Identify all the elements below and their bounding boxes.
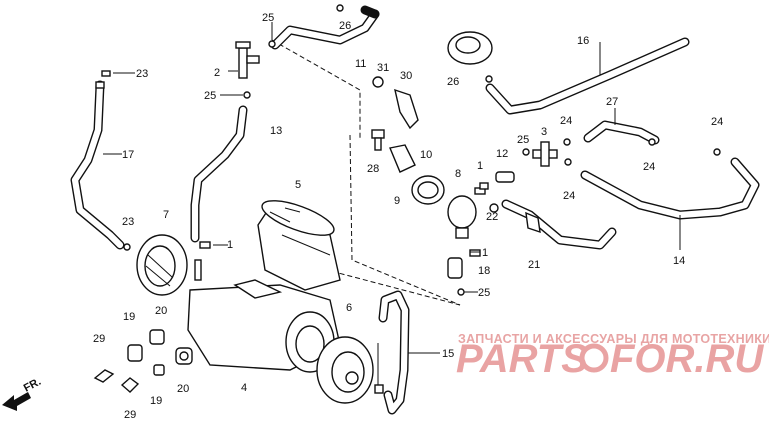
clip-23[interactable]	[101, 70, 131, 251]
callout-10: 10	[420, 149, 432, 161]
hose-15[interactable]	[378, 290, 410, 415]
clip-26[interactable]	[336, 4, 493, 83]
watermark-brand-right: FOR.RU	[610, 337, 764, 381]
callout-24: 24	[560, 115, 572, 127]
callout-2: 2	[214, 67, 220, 79]
fitting-18[interactable]	[447, 257, 463, 279]
callout-24: 24	[711, 116, 723, 128]
callout-27: 27	[606, 96, 618, 108]
callout-23: 23	[136, 68, 148, 80]
clip-25[interactable]	[243, 40, 530, 296]
purge-valve-8[interactable]	[447, 187, 486, 239]
callout-13: 13	[270, 125, 282, 137]
callout-31: 31	[377, 62, 389, 74]
callout-5: 5	[295, 179, 301, 191]
callouts: 23 23 17 7 20 2 25 25 26 11 13 1 5 19 29…	[93, 12, 723, 421]
callout-25: 25	[517, 134, 529, 146]
canister-cap-7[interactable]	[136, 234, 188, 296]
callout-21: 21	[528, 259, 540, 271]
hose-16[interactable]	[485, 37, 690, 115]
callout-1: 1	[482, 247, 488, 259]
callout-25: 25	[478, 287, 490, 299]
hose-14[interactable]	[580, 157, 760, 220]
callout-22: 22	[486, 211, 498, 223]
bolt-28[interactable]	[371, 129, 385, 151]
callout-14: 14	[673, 255, 685, 267]
callout-7: 7	[163, 209, 169, 221]
callout-19: 19	[123, 311, 135, 323]
t-joint-2[interactable]	[235, 41, 260, 79]
callout-23: 23	[122, 216, 134, 228]
callout-1: 1	[227, 239, 233, 251]
hose-11[interactable]	[270, 5, 380, 50]
callout-17: 17	[122, 149, 134, 161]
canister-shell-5[interactable]	[257, 194, 341, 291]
callout-16: 16	[577, 35, 589, 47]
callout-20: 20	[155, 305, 167, 317]
callout-24: 24	[563, 190, 575, 202]
callout-20: 20	[177, 383, 189, 395]
callout-30: 30	[400, 70, 412, 82]
tube-21[interactable]	[501, 199, 617, 250]
callout-25: 25	[262, 12, 274, 24]
callout-4: 4	[241, 382, 247, 394]
callout-19: 19	[150, 395, 162, 407]
callout-15: 15	[442, 348, 454, 360]
tee-3[interactable]	[532, 141, 558, 167]
breather-tube-17[interactable]	[70, 80, 125, 250]
callout-28: 28	[367, 163, 379, 175]
callout-29: 29	[124, 409, 136, 421]
connector-12[interactable]	[479, 171, 515, 190]
hose-27[interactable]	[583, 120, 660, 145]
clip-1[interactable]	[199, 241, 481, 394]
callout-18: 18	[478, 265, 490, 277]
watermark-brand-left: PARTS	[456, 337, 588, 381]
callout-25: 25	[204, 90, 216, 102]
filler-cap-26[interactable]	[447, 31, 493, 65]
gear-icon	[579, 343, 609, 373]
clip-24[interactable]	[563, 138, 721, 166]
front-arrow-icon: FR.	[2, 376, 43, 411]
callout-12: 12	[496, 148, 508, 160]
callout-26: 26	[339, 20, 351, 32]
callout-26: 26	[447, 76, 459, 88]
bracket-10[interactable]	[389, 144, 445, 205]
fastener-set[interactable]	[93, 329, 193, 393]
leader-lines	[103, 22, 681, 385]
callout-9: 9	[394, 195, 400, 207]
callout-1: 1	[477, 160, 483, 172]
callout-11: 11	[355, 58, 366, 70]
callout-6: 6	[346, 302, 352, 314]
callout-24: 24	[643, 161, 655, 173]
clip-22[interactable]	[489, 203, 499, 213]
watermark-tagline: ЗАПЧАСТИ И АКСЕССУАРЫ ДЛЯ МОТОТЕХНИКИ	[458, 332, 769, 346]
callout-8: 8	[455, 168, 461, 180]
bracket-30[interactable]	[372, 76, 419, 130]
canister-cap-6[interactable]	[316, 336, 374, 404]
hose-13[interactable]	[190, 105, 248, 243]
callout-3: 3	[541, 126, 547, 138]
watermark: ЗАПЧАСТИ И АКСЕССУАРЫ ДЛЯ МОТОТЕХНИКИ PA…	[456, 332, 769, 381]
callout-29: 29	[93, 333, 105, 345]
direction-label: FR.	[22, 376, 43, 395]
